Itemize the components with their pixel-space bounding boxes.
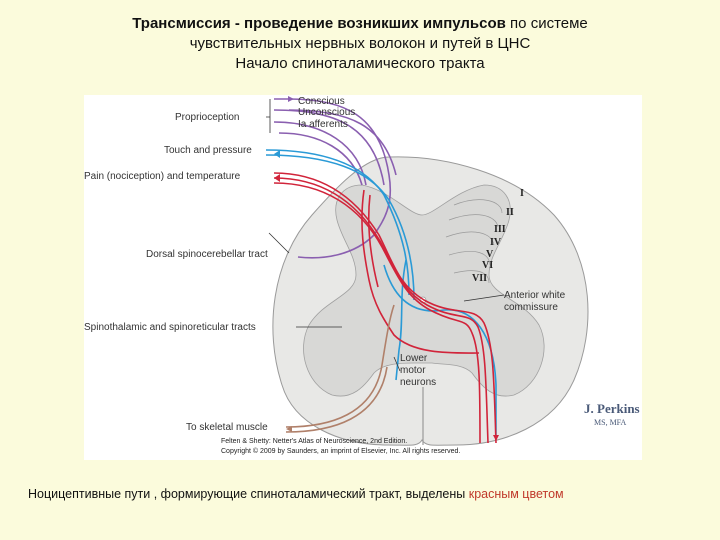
label-proprioception: Proprioception (175, 112, 239, 123)
credit-line-1: Felten & Shetty: Netter's Atlas of Neuro… (221, 438, 407, 445)
label-commissure: commissure (504, 302, 558, 313)
lamina-label: VII (472, 273, 487, 284)
label-to-skeletal-muscle: To skeletal muscle (186, 422, 268, 433)
lamina-label: IV (490, 237, 502, 248)
caption-highlight-text: красным цветом (468, 487, 564, 501)
spinal-cord-cross-section (272, 156, 589, 446)
artist-signature-sub: MS, MFA (594, 418, 627, 427)
title-line-1: Трансмиссия - проведение возникших импул… (40, 14, 680, 34)
label-unconscious: Unconscious (298, 107, 355, 118)
label-anterior-white: Anterior white (504, 290, 566, 301)
arrowheads (274, 96, 499, 441)
lamina-label: II (506, 207, 514, 218)
motor-pathway (285, 304, 395, 433)
label-conscious: Conscious (298, 96, 345, 107)
label-ia-afferents: Ia afferents (298, 119, 348, 130)
title-bold-text: Трансмиссия - проведение возникших импул… (132, 15, 506, 32)
label-spinothalamic: Spinothalamic and spinoreticular tracts (84, 322, 256, 333)
spinal-cord-figure: Proprioception Conscious Unconscious Ia … (84, 95, 642, 460)
label-pain-temperature: Pain (nociception) and temperature (84, 171, 241, 182)
lamina-label: V (486, 249, 494, 260)
lamina-label: VI (482, 260, 493, 271)
label-lower: Lower (400, 353, 428, 364)
label-leaders (266, 99, 505, 372)
credit-line-2: Copyright © 2009 by Saunders, an imprint… (221, 447, 460, 455)
artist-signature: J. Perkins (584, 401, 640, 416)
label-touch-pressure: Touch and pressure (164, 145, 252, 156)
pain-pathways (273, 172, 497, 444)
label-dorsal-spinocerebellar: Dorsal spinocerebellar tract (146, 249, 268, 260)
caption-main-text: Ноцицептивные пути , формирующие спинота… (28, 487, 469, 501)
title-line-2: чувствительных нервных волокон и путей в… (189, 35, 531, 52)
spinal-cord-diagram: Proprioception Conscious Unconscious Ia … (84, 96, 640, 455)
label-motor: motor (400, 365, 426, 376)
slide-title: Трансмиссия - проведение возникших импул… (40, 14, 680, 74)
lamina-label: I (520, 188, 524, 199)
slide-caption: Ноцицептивные пути , формирующие спинота… (28, 487, 564, 501)
lamina-label: III (494, 224, 506, 235)
label-neurons: neurons (400, 377, 436, 388)
title-rest-text: по системе (505, 15, 588, 32)
title-line-3: Начало спиноталамического тракта (235, 55, 485, 72)
